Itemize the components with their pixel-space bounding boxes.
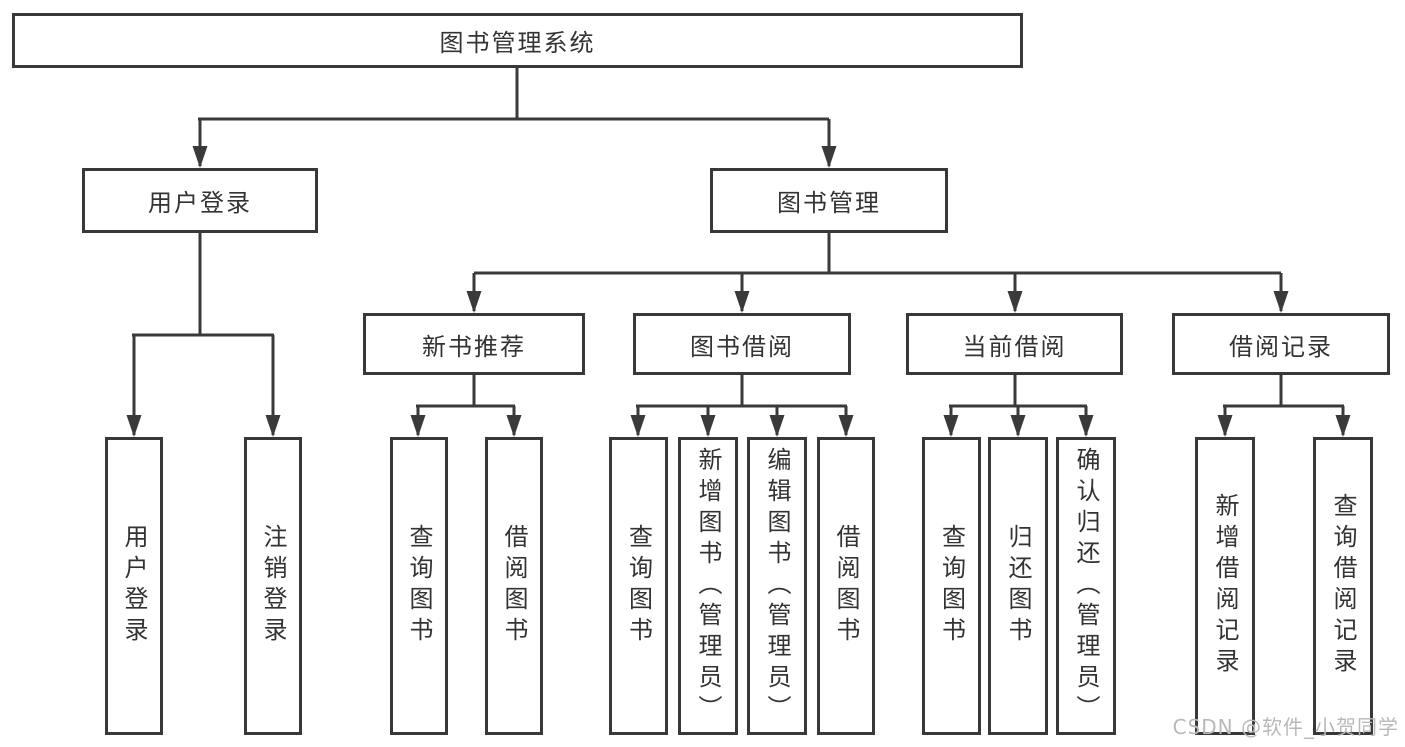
leaf-user-login: 用户登录	[105, 437, 163, 735]
leaf-borrow-add-admin: 新增图书（管理员）	[678, 437, 738, 735]
leaf-records-query: 查询借阅记录	[1313, 437, 1373, 735]
leaf-current-query: 查询图书	[922, 437, 981, 735]
leaf-logout: 注销登录	[244, 437, 302, 735]
leaf-records-add: 新增借阅记录	[1195, 437, 1255, 735]
leaf-current-return: 归还图书	[988, 437, 1048, 735]
leaf-current-confirm-admin: 确认归还（管理员）	[1056, 437, 1116, 735]
leaf-borrow-edit-admin: 编辑图书（管理员）	[747, 437, 807, 735]
node-book-borrowing: 图书借阅	[633, 313, 851, 375]
node-new-book-recommend: 新书推荐	[363, 313, 585, 375]
node-root: 图书管理系统	[12, 13, 1023, 68]
leaf-borrow-query: 查询图书	[609, 437, 668, 735]
csdn-watermark: CSDN @软件_小贺同学	[1172, 715, 1399, 739]
leaf-newbook-query: 查询图书	[390, 437, 448, 735]
node-user-login: 用户登录	[82, 168, 318, 233]
node-current-borrowing: 当前借阅	[906, 313, 1123, 375]
leaf-borrow-borrow: 借阅图书	[817, 437, 875, 735]
leaf-newbook-borrow: 借阅图书	[485, 437, 543, 735]
node-borrowing-records: 借阅记录	[1172, 313, 1390, 375]
node-book-management: 图书管理	[710, 168, 948, 233]
